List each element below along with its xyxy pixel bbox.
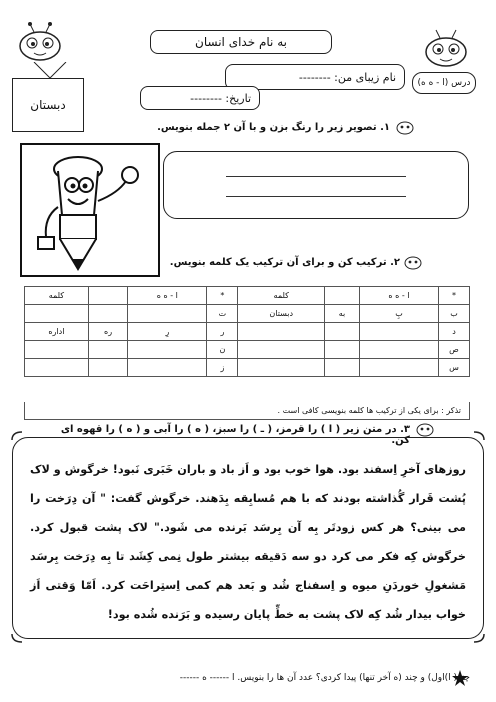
hanging-string-icon [33,62,67,79]
table-cell[interactable] [324,340,360,359]
question-2: ۲. ترکیب کن و برای آن ترکیب یک کلمه بنوی… [150,257,400,268]
small-bee-icon [404,256,422,270]
table-cell: ن [206,340,239,359]
table-cell: ر [206,322,239,341]
table-row: س ز [24,358,470,377]
star-icon [452,670,468,686]
table-cell[interactable]: به [324,304,360,323]
pencil-drawing-frame [20,143,160,277]
table-header-cell: کلمه [237,286,326,305]
table-cell[interactable] [237,322,326,341]
table-cell[interactable]: بِ [358,304,440,323]
scroll-curl-icon [11,431,485,643]
table-cell[interactable] [358,340,440,359]
page-title: به نام خدای انسان [150,30,332,54]
table-cell[interactable]: ره [87,322,129,341]
table-cell[interactable] [127,358,208,377]
table-row: د ر رِ ره اداره [24,322,470,341]
question-number: ۱. [380,122,390,133]
bee-mascot-icon [19,22,61,61]
question-text: تصویر زیر را رنگ بزن و با آن ۲ جمله بنوی… [157,122,377,133]
date-field[interactable]: تاریخ: -------- [140,86,260,110]
table-cell[interactable] [24,340,89,359]
table-cell[interactable]: اداره [24,322,89,341]
table-cell: ز [206,358,239,377]
table-cell[interactable] [237,340,326,359]
table-header-cell: ا - ه ه [358,286,440,305]
table-cell[interactable] [24,358,89,377]
question-number: ۳. [400,424,410,435]
small-bee-icon [416,423,434,437]
table-header-cell [87,286,129,305]
table-cell[interactable] [87,340,129,359]
table-row: ص ن [24,340,470,359]
question-text: در متن زیر ( ا ) را قرمز، ( ـ ) را سبز، … [60,424,410,446]
answer-line [226,196,406,197]
table-cell: ت [206,304,239,323]
combination-table: * ا - ه ه کلمه * ا - ه ه کلمه ب بِ به دب… [24,286,470,377]
table-cell[interactable] [87,358,129,377]
table-cell[interactable] [237,358,326,377]
table-cell[interactable] [324,358,360,377]
name-field[interactable]: نام زیبای من: -------- [225,64,405,90]
table-cell[interactable] [24,304,89,323]
table-cell: ب [438,304,470,323]
lesson-label: درس (ا - ه ه) [412,72,476,94]
story-scroll-frame [12,437,484,639]
table-cell[interactable] [358,358,440,377]
table-cell[interactable] [324,322,360,341]
story-text: روزهای آخرِ اِسفند بود. هوا خوب بود و اَ… [30,463,466,621]
table-row: ب بِ به دبستان ت [24,304,470,323]
small-bee-icon [396,121,414,135]
pencil-character-icon [37,156,139,271]
question-text: ترکیب کن و برای آن ترکیب یک کلمه بنویس. [169,257,387,268]
question-3: ۳. در متن زیر ( ا ) را قرمز، ( ـ ) را سب… [60,424,410,446]
table-header-cell: * [206,286,239,305]
table-cell[interactable] [87,304,129,323]
final-question: چند( ا)اول) و چند (ه آخر تنها) پیدا کردی… [179,673,470,683]
table-cell: د [438,322,470,341]
table-cell: س [438,358,470,377]
table-cell[interactable] [127,304,208,323]
answer-line [226,176,406,177]
table-header-row: * ا - ه ه کلمه * ا - ه ه کلمه [24,286,470,305]
table-header-cell: کلمه [24,286,89,305]
table-cell[interactable]: دبستان [237,304,326,323]
table-cell[interactable] [358,322,440,341]
table-cell: ص [438,340,470,359]
sentence-writing-box[interactable] [163,151,469,219]
table-header-cell: * [438,286,470,305]
bee-mascot-icon [425,29,467,67]
table-cell[interactable] [127,340,208,359]
school-sign: دبستان [12,78,84,132]
question-1: ۱. تصویر زیر را رنگ بزن و با آن ۲ جمله ب… [150,122,390,133]
table-cell[interactable]: رِ [127,322,208,341]
question-number: ۲. [390,257,400,268]
table-header-cell: ا - ه ه [127,286,208,305]
table-note: تذکر : برای یکی از ترکیب ها کلمه بنویسی … [24,402,470,420]
table-header-cell [324,286,360,305]
